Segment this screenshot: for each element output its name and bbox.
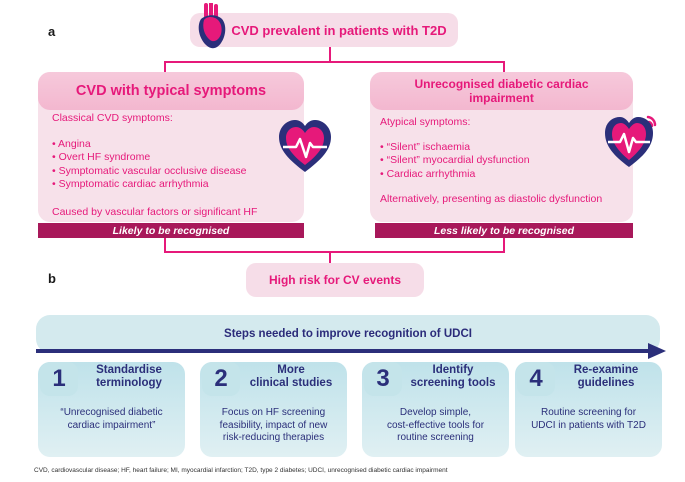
step-desc-line: UDCI in patients with T2D bbox=[531, 419, 646, 431]
arrow-right-icon bbox=[36, 342, 666, 360]
step-desc-line: cardiac impairment” bbox=[67, 419, 156, 431]
step-desc-line: cost-effective tools for bbox=[386, 419, 485, 431]
connector-right-drop bbox=[503, 61, 505, 73]
step-description: Focus on HF screening feasibility, impac… bbox=[204, 407, 343, 445]
step-desc-line: risk-reducing therapies bbox=[222, 432, 325, 443]
step-card-4: 4 Re-examine guidelines Routine screenin… bbox=[515, 362, 662, 457]
list-item: Overt HF syndrome bbox=[52, 151, 282, 165]
step-description: Routine screening for UDCI in patients w… bbox=[519, 407, 658, 432]
step-desc-line: Routine screening for bbox=[540, 407, 637, 418]
step-title-line: More bbox=[277, 364, 305, 376]
udci-note: Alternatively, presenting as diastolic d… bbox=[380, 193, 603, 205]
likely-recognised-banner: Likely to be recognised bbox=[38, 223, 304, 238]
step-title-line: Re-examine bbox=[573, 364, 639, 376]
connector-vertical-bottom bbox=[329, 251, 331, 264]
atypical-symptoms-list: “Silent” ischaemia “Silent” myocardial d… bbox=[380, 141, 632, 182]
panel-label-a: a bbox=[48, 24, 56, 39]
list-item: “Silent” ischaemia bbox=[380, 141, 632, 155]
heart-pulse-signal-icon bbox=[602, 111, 660, 171]
step-desc-line: “Unrecognised diabetic bbox=[60, 407, 163, 418]
step-number: 4 bbox=[517, 362, 555, 396]
anatomical-heart-icon bbox=[195, 1, 231, 51]
typical-symptoms-title: CVD with typical symptoms bbox=[75, 83, 267, 99]
classical-symptoms-list: Angina Overt HF syndrome Symptomatic vas… bbox=[52, 138, 282, 192]
typical-symptoms-title-box: CVD with typical symptoms bbox=[38, 72, 304, 110]
connector-vertical-top bbox=[329, 47, 331, 62]
cvd-prevalent-title: CVD prevalent in patients with T2D bbox=[231, 22, 447, 38]
connector-right-up bbox=[503, 238, 505, 252]
cvd-prevalent-box: CVD prevalent in patients with T2D bbox=[190, 13, 458, 47]
udci-title-box: Unrecognised diabetic cardiac impairment bbox=[370, 72, 633, 110]
step-number: 2 bbox=[202, 362, 240, 396]
connector-horizontal-top bbox=[164, 61, 505, 63]
connector-left-up bbox=[164, 238, 166, 252]
step-title-line: Identify bbox=[432, 364, 474, 376]
step-desc-line: Develop simple, bbox=[399, 407, 472, 418]
step-description: “Unrecognised diabetic cardiac impairmen… bbox=[42, 407, 181, 432]
step-title: Re-examine guidelines bbox=[556, 364, 656, 390]
step-title-line: terminology bbox=[96, 377, 162, 389]
less-likely-recognised-banner: Less likely to be recognised bbox=[375, 223, 633, 238]
high-risk-title: High risk for CV events bbox=[268, 273, 402, 287]
step-card-2: 2 More clinical studies Focus on HF scre… bbox=[200, 362, 347, 457]
likely-recognised-text: Likely to be recognised bbox=[112, 224, 230, 237]
step-number: 1 bbox=[40, 362, 78, 396]
step-card-1: 1 Standardise terminology “Unrecognised … bbox=[38, 362, 185, 457]
steps-bar-title: Steps needed to improve recognition of U… bbox=[224, 328, 472, 340]
list-item: Symptomatic cardiac arrhythmia bbox=[52, 178, 282, 192]
udci-body: Atypical symptoms: “Silent” ischaemia “S… bbox=[380, 116, 632, 207]
step-title-line: clinical studies bbox=[249, 377, 333, 389]
steps-bar: Steps needed to improve recognition of U… bbox=[36, 315, 660, 353]
list-item: Cardiac arrhythmia bbox=[380, 168, 632, 182]
step-title-line: screening tools bbox=[410, 377, 496, 389]
heart-pulse-icon bbox=[277, 118, 333, 176]
connector-left-drop bbox=[164, 61, 166, 75]
step-title: Standardise terminology bbox=[79, 364, 179, 390]
list-item: Symptomatic vascular occlusive disease bbox=[52, 165, 282, 179]
typical-symptoms-body: Classical CVD symptoms: Angina Overt HF … bbox=[52, 112, 282, 219]
udci-title-line1: Unrecognised diabetic cardiac bbox=[414, 77, 589, 91]
classical-symptoms-subtitle: Classical CVD symptoms: bbox=[52, 112, 173, 124]
less-likely-recognised-text: Less likely to be recognised bbox=[433, 224, 575, 237]
step-desc-line: routine screening bbox=[397, 432, 474, 443]
step-title: More clinical studies bbox=[241, 364, 341, 390]
list-item: “Silent” myocardial dysfunction bbox=[380, 154, 632, 168]
atypical-symptoms-subtitle: Atypical symptoms: bbox=[380, 116, 471, 128]
step-card-3: 3 Identify screening tools Develop simpl… bbox=[362, 362, 509, 457]
typical-symptoms-note: Caused by vascular factors or significan… bbox=[52, 205, 258, 218]
step-description: Develop simple, cost-effective tools for… bbox=[366, 407, 505, 445]
high-risk-box: High risk for CV events bbox=[246, 263, 424, 297]
list-item: Angina bbox=[52, 138, 282, 152]
step-desc-line: Focus on HF screening bbox=[221, 407, 326, 418]
step-title-line: Standardise bbox=[96, 364, 162, 376]
step-desc-line: feasibility, impact of new bbox=[219, 419, 328, 431]
panel-label-b: b bbox=[48, 271, 56, 286]
step-number: 3 bbox=[364, 362, 402, 396]
udci-title-line2: impairment bbox=[469, 91, 534, 105]
step-title: Identify screening tools bbox=[403, 364, 503, 390]
footnote: CVD, cardiovascular disease; HF, heart f… bbox=[34, 467, 448, 474]
step-title-line: guidelines bbox=[577, 377, 635, 389]
connector-horizontal-bottom bbox=[164, 251, 505, 253]
